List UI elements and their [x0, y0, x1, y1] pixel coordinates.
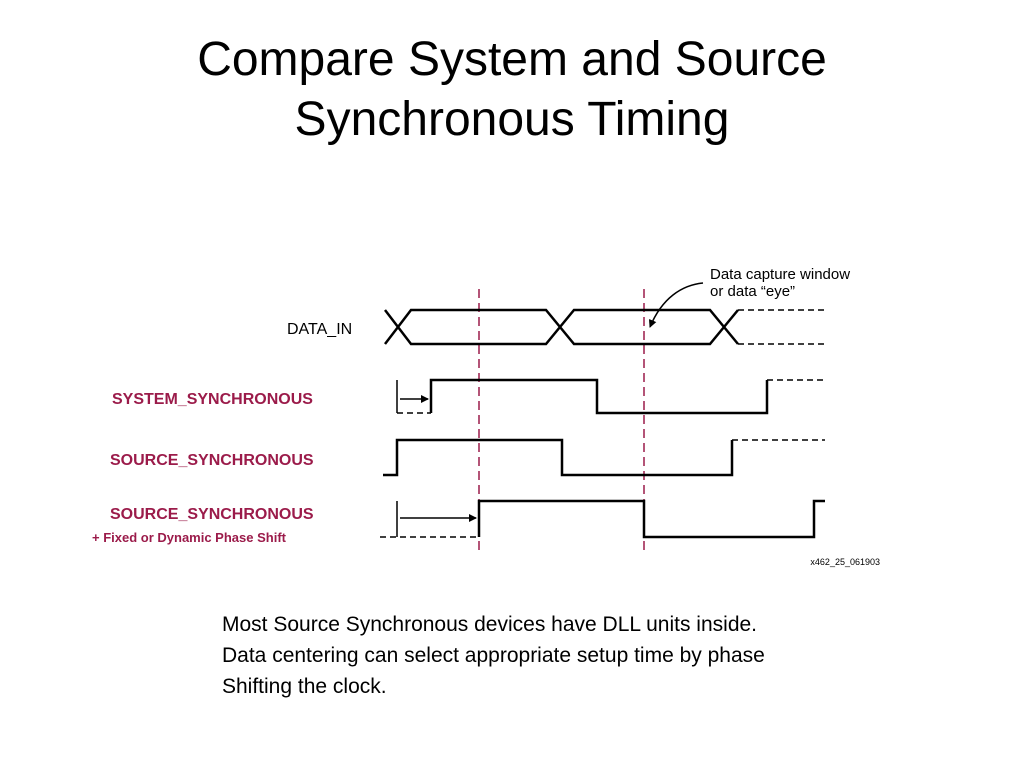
- source-sync-waveform: [383, 438, 734, 477]
- slide-title-line-2: Synchronous Timing: [294, 93, 730, 146]
- annotation-text-line-1: Data capture window: [710, 266, 850, 283]
- signal-label-source-synchronous: SOURCE_SYNCHRONOUS: [110, 452, 314, 469]
- signal-label-system-synchronous: SYSTEM_SYNCHRONOUS: [112, 391, 313, 408]
- annotation-arrow: [648, 282, 704, 328]
- data-in-waveform: [384, 308, 739, 346]
- system-sync-waveform: [429, 378, 769, 415]
- annotation-text-line-2: or data “eye”: [710, 283, 795, 300]
- phase-shift-note: + Fixed or Dynamic Phase Shift: [92, 530, 287, 545]
- data-in-continuation: [738, 309, 825, 345]
- caption-line-2: Data centering can select appropriate se…: [222, 644, 765, 667]
- system-sync-dashes: [397, 379, 825, 414]
- slide-title: Compare System and Source Synchronous Ti…: [0, 30, 1024, 150]
- source-sync-shift-waveform: [477, 499, 825, 539]
- caption-line-1: Most Source Synchronous devices have DLL…: [222, 613, 758, 636]
- caption: Most Source Synchronous devices have DLL…: [222, 609, 922, 702]
- signal-label-data-in: DATA_IN: [287, 321, 352, 338]
- signal-label-source-synchronous-shifted: SOURCE_SYNCHRONOUS: [110, 506, 314, 523]
- figure-id: x462_25_061903: [810, 557, 880, 567]
- caption-line-3: Shifting the clock.: [222, 675, 387, 698]
- slide-title-line-1: Compare System and Source: [197, 33, 827, 86]
